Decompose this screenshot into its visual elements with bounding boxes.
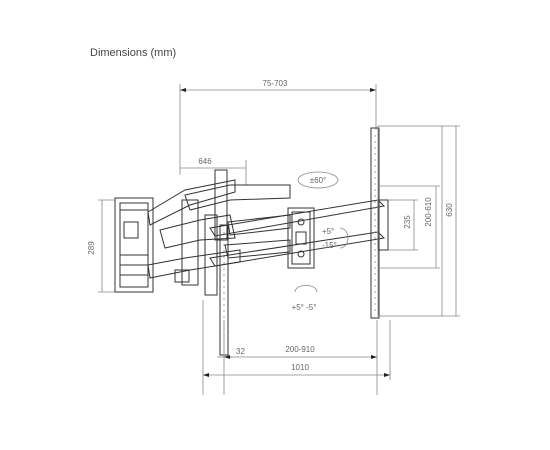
level-label: +5° -5° — [292, 303, 317, 312]
crossbar — [209, 199, 386, 267]
plate-width-dimension: 646 — [180, 157, 247, 185]
bottom-dimensions: 32 200-910 1010 — [202, 300, 391, 395]
arm-length-dimension: 75-703 — [179, 79, 377, 175]
overall-width-label: 1010 — [291, 363, 309, 372]
overall-height-label: 630 — [445, 203, 454, 217]
right-dimensions: 235 200-610 630 — [377, 125, 460, 317]
tilt-up-label: +5° — [322, 227, 334, 236]
vesa-height-label: 200-610 — [424, 197, 433, 227]
articulating-arms — [147, 169, 291, 296]
diagram-title: Dimensions (mm) — [90, 47, 177, 59]
plate-height-label: 289 — [87, 241, 96, 255]
tilt-indicator: +5° -15° — [322, 227, 349, 250]
wall-plate — [114, 197, 154, 293]
offset-label: 32 — [236, 347, 245, 356]
right-mounting-rail — [370, 127, 389, 319]
vertical-span-label: 235 — [403, 215, 412, 229]
arm-length-label: 75-703 — [263, 79, 288, 88]
tilt-down-label: -15° — [322, 241, 337, 250]
swivel-label: ±60° — [310, 176, 327, 185]
vesa-width-label: 200-910 — [285, 345, 315, 354]
tilt-head — [287, 207, 315, 269]
level-indicator: +5° -5° — [292, 285, 318, 312]
plate-width-label: 646 — [198, 157, 212, 166]
plate-height-dimension: 289 — [87, 199, 115, 293]
swivel-indicator: ±60° — [297, 171, 339, 189]
